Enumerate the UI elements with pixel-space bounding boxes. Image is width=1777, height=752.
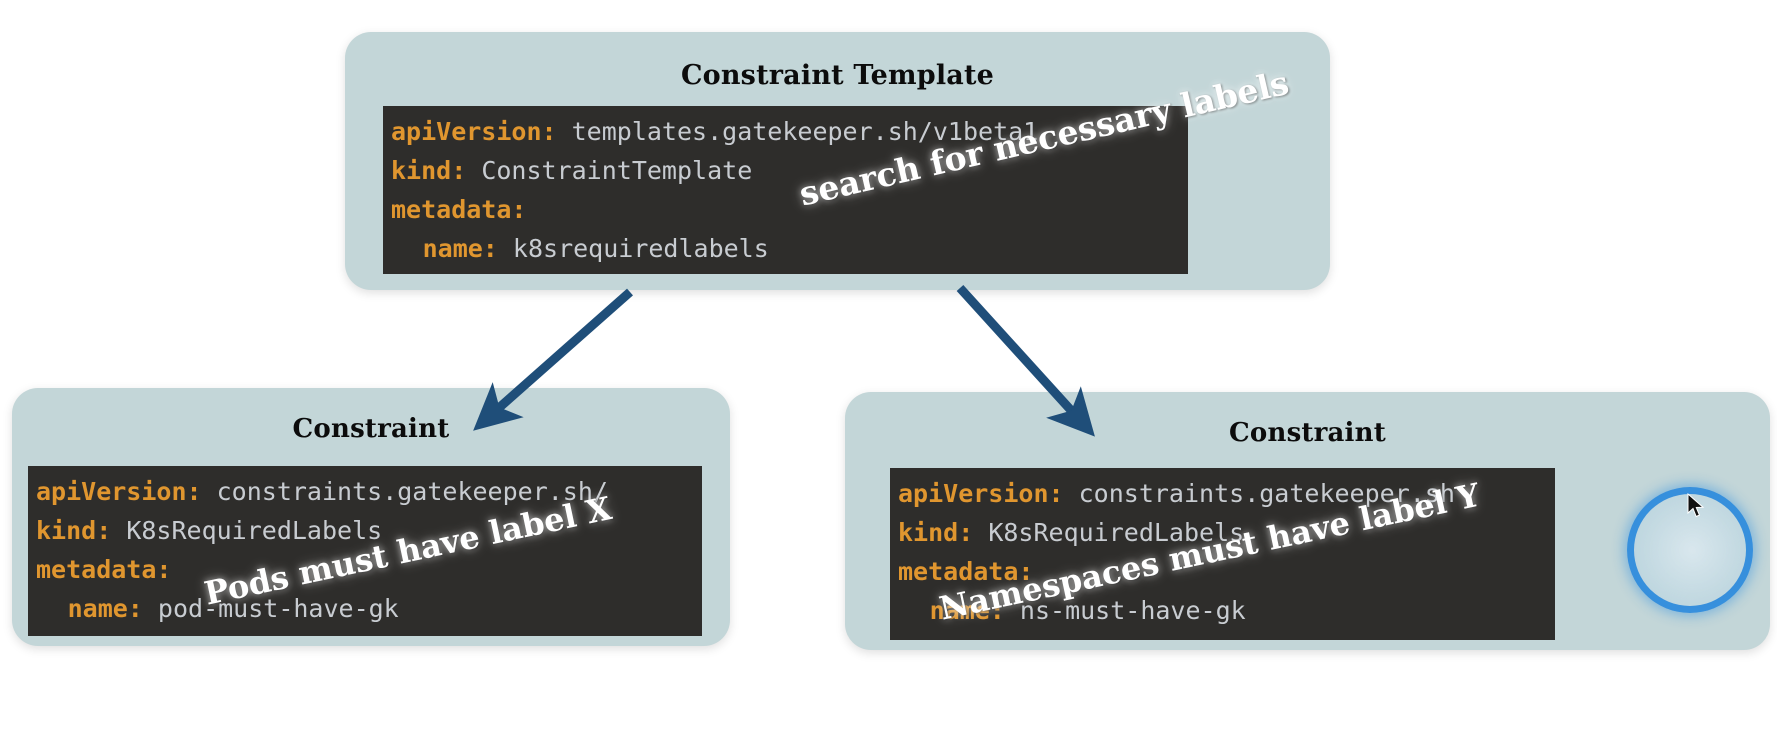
- constraint-left-card: Constraint apiVersion: constraints.gatek…: [12, 388, 730, 646]
- code-value: ConstraintTemplate: [466, 156, 753, 185]
- code-value: pod-must-have-gk: [142, 594, 399, 623]
- code-value: ns-must-have-gk: [1004, 596, 1246, 625]
- code-line: apiVersion: constraints.gatekeeper.sh/: [36, 472, 702, 511]
- code-line: name: k8srequiredlabels: [391, 229, 1188, 268]
- code-key: metadata:: [36, 555, 172, 584]
- code-key: name:: [929, 596, 1005, 625]
- constraint-left-title: Constraint: [292, 414, 450, 444]
- code-key: metadata:: [898, 557, 1034, 586]
- constraint-left-code-block: apiVersion: constraints.gatekeeper.sh/ki…: [28, 466, 702, 636]
- code-line: metadata:: [391, 190, 1188, 229]
- code-line: metadata:: [36, 550, 702, 589]
- code-line: kind: ConstraintTemplate: [391, 151, 1188, 190]
- code-key: apiVersion:: [36, 477, 202, 506]
- code-value: constraints.gatekeeper.sh: [1063, 479, 1455, 508]
- code-line: metadata:: [898, 552, 1555, 591]
- code-key: kind:: [36, 516, 112, 545]
- code-line: apiVersion: constraints.gatekeeper.sh: [898, 474, 1555, 513]
- code-key: metadata:: [391, 195, 527, 224]
- code-key: name:: [422, 234, 498, 263]
- code-line: kind: K8sRequiredLabels: [36, 511, 702, 550]
- code-key: kind:: [898, 518, 974, 547]
- constraint-template-code-block: apiVersion: templates.gatekeeper.sh/v1be…: [383, 106, 1188, 274]
- code-key: apiVersion:: [391, 117, 557, 146]
- code-key: apiVersion:: [898, 479, 1064, 508]
- code-line: apiVersion: templates.gatekeeper.sh/v1be…: [391, 112, 1188, 151]
- constraint-template-title: Constraint Template: [680, 60, 995, 91]
- code-line: kind: K8sRequiredLabels: [898, 513, 1555, 552]
- code-value: templates.gatekeeper.sh/v1beta1: [556, 117, 1039, 146]
- code-line: name: ns-must-have-gk: [898, 591, 1555, 630]
- code-line: name: pod-must-have-gk: [36, 589, 702, 628]
- code-value: K8sRequiredLabels: [973, 518, 1245, 547]
- code-key: name:: [67, 594, 143, 623]
- constraint-right-card: Constraint apiVersion: constraints.gatek…: [845, 392, 1770, 650]
- code-value: K8sRequiredLabels: [111, 516, 383, 545]
- constraint-template-card: Constraint Template apiVersion: template…: [345, 32, 1330, 290]
- code-value: k8srequiredlabels: [497, 234, 769, 263]
- code-key: kind:: [391, 156, 467, 185]
- code-value: constraints.gatekeeper.sh/: [201, 477, 608, 506]
- constraint-right-title: Constraint: [1229, 418, 1386, 448]
